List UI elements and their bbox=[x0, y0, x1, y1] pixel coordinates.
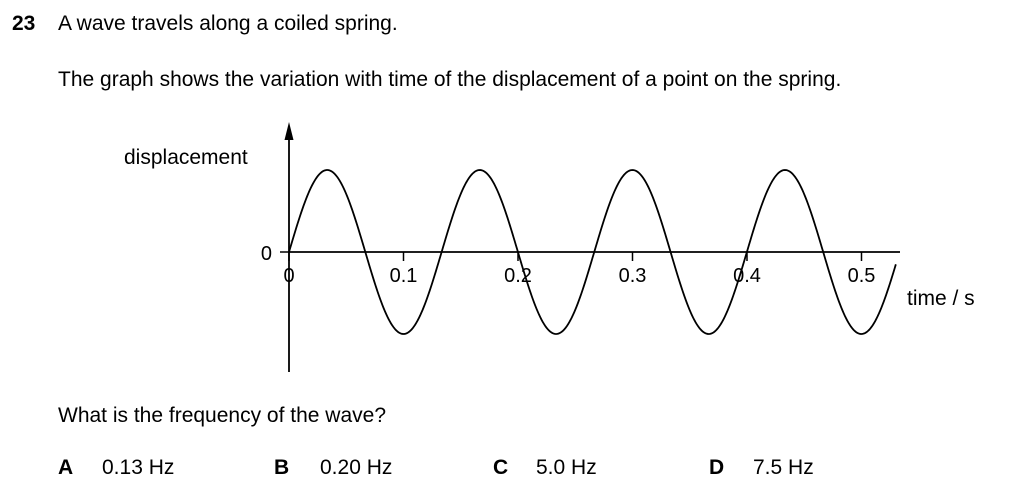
option-a-text: 0.13 Hz bbox=[102, 456, 175, 479]
y-axis-arrowhead bbox=[284, 122, 294, 140]
x-tick-label: 0.5 bbox=[848, 265, 876, 287]
displacement-time-graph: displacement 0 time / s 0 0.1 0.2 0.3 0.4 0.5 bbox=[124, 122, 975, 372]
sine-wave-line bbox=[288, 169, 897, 335]
question-stem: A wave travels along a coiled spring. bbox=[58, 12, 398, 35]
option-b-text: 0.20 Hz bbox=[320, 456, 393, 479]
x-tick-label: 0.2 bbox=[504, 265, 532, 287]
y-axis-label: displacement bbox=[124, 146, 248, 169]
x-ticks: 0 0.1 0.2 0.3 0.4 0.5 bbox=[283, 252, 875, 287]
x-tick-label: 0.4 bbox=[733, 265, 761, 287]
graph-intro: The graph shows the variation with time … bbox=[58, 68, 842, 91]
question-number: 23 bbox=[12, 12, 36, 35]
option-d-text: 7.5 Hz bbox=[753, 456, 814, 479]
question-prompt: What is the frequency of the wave? bbox=[58, 404, 387, 427]
option-c-text: 5.0 Hz bbox=[536, 456, 597, 479]
x-tick-label: 0.3 bbox=[619, 265, 647, 287]
x-tick-label: 0 bbox=[283, 265, 294, 287]
y-tick-label-zero: 0 bbox=[261, 243, 272, 265]
option-b-letter: B bbox=[274, 456, 290, 479]
x-axis-label: time / s bbox=[907, 287, 975, 310]
x-tick-label: 0.1 bbox=[390, 265, 418, 287]
option-a-letter: A bbox=[58, 456, 74, 479]
option-d-letter: D bbox=[709, 456, 725, 479]
option-c-letter: C bbox=[493, 456, 509, 479]
